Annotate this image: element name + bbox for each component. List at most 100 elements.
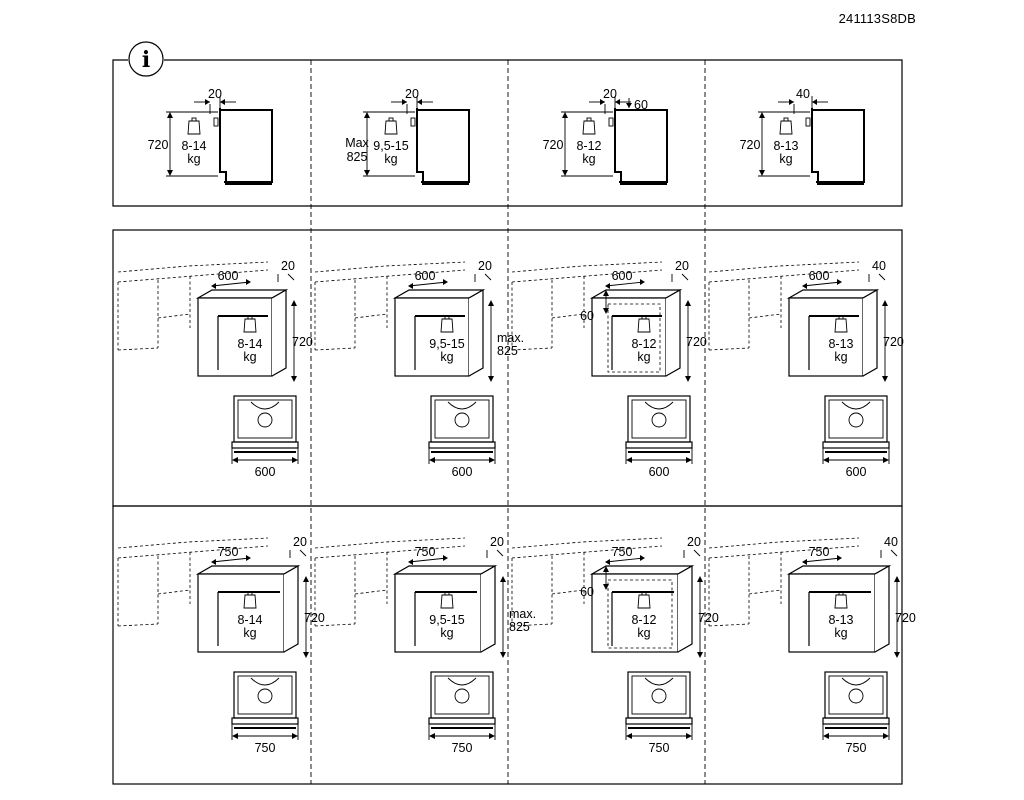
- appliance: [589, 564, 695, 653]
- appliance: [195, 288, 289, 377]
- weight-icon: [187, 117, 201, 135]
- weight-label: 9,5-15: [429, 337, 464, 351]
- row-750: 8-14kg750207207509,5-15kg75020max.825750…: [117, 535, 916, 755]
- height-label: 720: [686, 335, 707, 349]
- document-code: 241113S8DB: [838, 11, 916, 26]
- height-label: 720: [304, 611, 325, 625]
- info-icon: [128, 41, 164, 77]
- weight-unit: kg: [834, 626, 847, 640]
- niche-width-label: 750: [218, 545, 239, 559]
- weight-icon: [637, 591, 651, 609]
- weight-icon: [243, 315, 257, 333]
- weight-unit: kg: [637, 626, 650, 640]
- niche-width-label: 750: [809, 545, 830, 559]
- width-label: 750: [649, 741, 670, 755]
- weight-label: 8-14: [237, 613, 262, 627]
- weight-icon: [440, 315, 454, 333]
- weight-label: 8-13: [828, 337, 853, 351]
- height-label: 825: [509, 620, 530, 634]
- front-view: [231, 671, 299, 740]
- appliance: [786, 564, 892, 653]
- weight-label: 8-14: [237, 337, 262, 351]
- appliance: [195, 564, 301, 653]
- appliance: [392, 288, 486, 377]
- weight-icon: [440, 591, 454, 609]
- weight-icon: [384, 117, 398, 135]
- niche-width-label: 600: [809, 269, 830, 283]
- niche-width-label: 750: [415, 545, 436, 559]
- svg-text:i: i: [142, 47, 150, 73]
- height-label: 720: [895, 611, 916, 625]
- gap-label: 40: [796, 87, 810, 101]
- width-label: 600: [255, 465, 276, 479]
- weight-label: 8-13: [828, 613, 853, 627]
- niche-width-label: 600: [415, 269, 436, 283]
- front-view: [428, 671, 496, 740]
- weight-unit: kg: [440, 626, 453, 640]
- column-separators: [310, 60, 706, 784]
- weight-icon: [582, 117, 596, 135]
- drop-label: 60: [634, 98, 648, 112]
- niche-width-label: 750: [612, 545, 633, 559]
- height-label: 720: [292, 335, 313, 349]
- front-view: [231, 395, 299, 464]
- top-frame: i: [112, 41, 903, 207]
- front-view: [625, 395, 693, 464]
- height-label: 825: [497, 344, 518, 358]
- width-label: 750: [255, 741, 276, 755]
- weight-icon: [834, 591, 848, 609]
- row-600: 8-14kg600207206009,5-15kg60020max.825600…: [117, 259, 904, 479]
- front-view: [822, 671, 890, 740]
- weight-unit: kg: [637, 350, 650, 364]
- gap-label: 20: [675, 259, 689, 273]
- weight-label: 8-12: [631, 613, 656, 627]
- gap-label: 20: [478, 259, 492, 273]
- front-view: [428, 395, 496, 464]
- appliance: [392, 564, 498, 653]
- width-label: 750: [452, 741, 473, 755]
- weight-label: 8-12: [631, 337, 656, 351]
- weight-label: 9,5-15: [429, 613, 464, 627]
- weight-unit: kg: [582, 152, 595, 166]
- appliance: [589, 288, 683, 377]
- height-prefix: max.: [509, 607, 536, 621]
- width-label: 750: [846, 741, 867, 755]
- gap-label: 20: [490, 535, 504, 549]
- weight-unit: kg: [187, 152, 200, 166]
- weight-unit: kg: [834, 350, 847, 364]
- front-view: [822, 395, 890, 464]
- height-label: 720: [148, 138, 169, 152]
- frame-750: [112, 505, 903, 785]
- niche-width-label: 600: [218, 269, 239, 283]
- height-label: 825: [347, 150, 368, 164]
- gap-label: 20: [405, 87, 419, 101]
- front-view: [625, 671, 693, 740]
- gap-label: 40: [884, 535, 898, 549]
- width-label: 600: [649, 465, 670, 479]
- weight-icon: [779, 117, 793, 135]
- weight-unit: kg: [440, 350, 453, 364]
- weight-unit: kg: [384, 152, 397, 166]
- height-label: 720: [740, 138, 761, 152]
- drop-label: 60: [580, 309, 594, 323]
- weight-icon: [637, 315, 651, 333]
- weight-unit: kg: [243, 350, 256, 364]
- gap-label: 20: [281, 259, 295, 273]
- gap-label: 20: [208, 87, 222, 101]
- weight-label: 8-12: [576, 139, 601, 153]
- height-prefix: Max: [345, 136, 369, 150]
- weight-unit: kg: [779, 152, 792, 166]
- height-label: 720: [883, 335, 904, 349]
